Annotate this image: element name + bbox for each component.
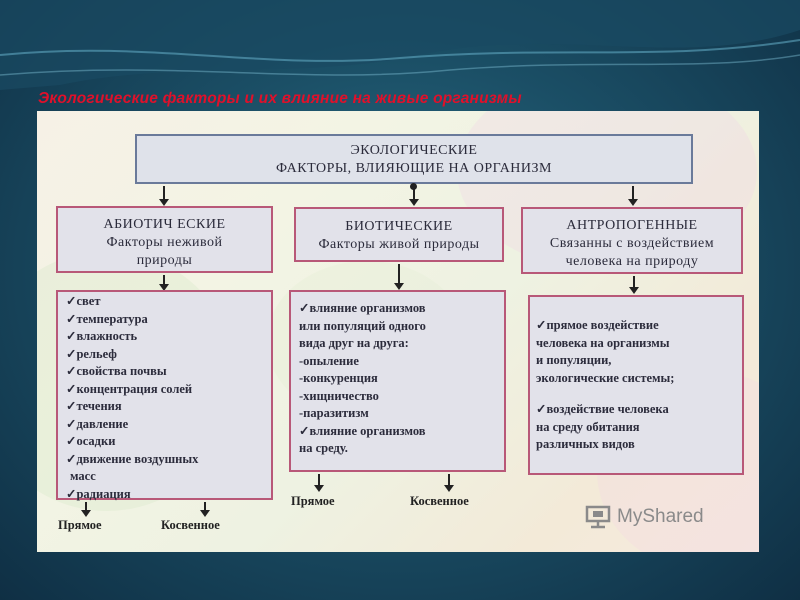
list-item: ✓рельеф <box>66 346 117 361</box>
list-item: ✓влияние организмов <box>299 423 426 438</box>
list-item: ✓прямое воздействие <box>536 318 659 332</box>
presentation-icon <box>585 505 611 529</box>
abiotic-header-box: АБИОТИЧ ЕСКИЕ Факторы неживой природы <box>56 206 273 273</box>
list-item: и популяции, <box>536 353 612 367</box>
watermark-text: MyShared <box>617 506 704 527</box>
biotic-heading: БИОТИЧЕСКИЕ <box>345 219 453 234</box>
list-item: ✓свет <box>66 294 101 308</box>
list-item: ✓давление <box>66 416 129 431</box>
list-item: экологические системы; <box>536 370 675 385</box>
anthropogenic-header-box: АНТРОПОГЕННЫЕ Связанны с воздействием че… <box>521 207 743 274</box>
anthropogenic-heading: АНТРОПОГЕННЫЕ <box>566 218 698 233</box>
arrow-abiotic-list <box>159 275 169 291</box>
abiotic-heading: АБИОТИЧ ЕСКИЕ <box>103 217 226 232</box>
top-box-line2: ФАКТОРЫ, ВЛИЯЮЩИЕ НА ОРГАНИЗМ <box>275 161 552 176</box>
watermark: MyShared <box>585 505 704 529</box>
list-item: ✓влажность <box>66 329 138 343</box>
list-item: ✓осадки <box>66 434 116 448</box>
arrow-biotic-list <box>394 264 404 290</box>
biotic-header-box: БИОТИЧЕСКИЕ Факторы живой природы <box>294 207 504 262</box>
list-item: масс <box>70 469 96 483</box>
list-item: на среду. <box>299 441 348 455</box>
list-item: ✓течения <box>66 399 122 413</box>
decorative-wave <box>0 0 800 90</box>
arrow-abiotic-direct <box>81 502 91 517</box>
list-item: ✓воздействие человека <box>536 402 669 416</box>
top-factor-box: ЭКОЛОГИЧЕСКИЕ ФАКТОРЫ, ВЛИЯЮЩИЕ НА ОРГАН… <box>135 134 693 184</box>
list-item: -конкуренция <box>299 371 378 385</box>
arrow-to-abiotic <box>159 186 169 206</box>
arrow-abiotic-indirect <box>200 502 210 517</box>
biotic-list-box: ✓влияние организмов или популяций одного… <box>289 290 506 472</box>
top-box-line1: ЭКОЛОГИЧЕСКИЕ <box>350 143 478 158</box>
list-item: человека на организмы <box>536 335 670 350</box>
arrow-biotic-direct <box>314 474 324 492</box>
list-item: ✓свойства почвы <box>66 364 167 378</box>
list-item: ✓температура <box>66 311 148 326</box>
list-item: -паразитизм <box>299 406 369 420</box>
arrow-to-biotic <box>409 188 419 206</box>
arrow-to-anthropogenic <box>628 186 638 206</box>
anthropogenic-list-box: ✓прямое воздействие человека на организм… <box>528 295 744 475</box>
anthropogenic-subtitle-2: человека на природу <box>565 254 699 269</box>
biotic-indirect-label: Косвенное <box>410 494 469 508</box>
connector-dot <box>410 183 417 190</box>
biotic-direct-label: Прямое <box>291 494 335 508</box>
list-item: ✓движение воздушных <box>66 451 199 466</box>
list-item: ✓влияние организмов <box>299 301 426 315</box>
list-item: -опыление <box>299 353 359 368</box>
list-item: ✓радиация <box>66 486 131 501</box>
abiotic-indirect-label: Косвенное <box>161 518 220 532</box>
abiotic-subtitle-2: природы <box>136 253 193 268</box>
biotic-subtitle: Факторы живой природы <box>318 237 480 252</box>
abiotic-list-box: ✓свет ✓температура ✓влажность ✓рельеф ✓с… <box>56 290 273 501</box>
list-item: различных видов <box>536 437 635 451</box>
slide-title: Экологические факторы и их влияние на жи… <box>38 90 522 107</box>
abiotic-direct-label: Прямое <box>58 518 102 532</box>
list-item: -хищничество <box>299 388 379 403</box>
anthropogenic-subtitle-1: Связанны с воздействием <box>549 236 715 251</box>
list-item: или популяций одного <box>299 318 426 333</box>
arrow-anthropogenic-list <box>629 276 639 294</box>
abiotic-subtitle-1: Факторы неживой <box>106 235 223 250</box>
list-item: ✓концентрация солей <box>66 381 193 396</box>
list-item: вида друг на друга: <box>299 336 409 350</box>
arrow-biotic-indirect <box>444 474 454 492</box>
list-item: на среду обитания <box>536 419 640 434</box>
